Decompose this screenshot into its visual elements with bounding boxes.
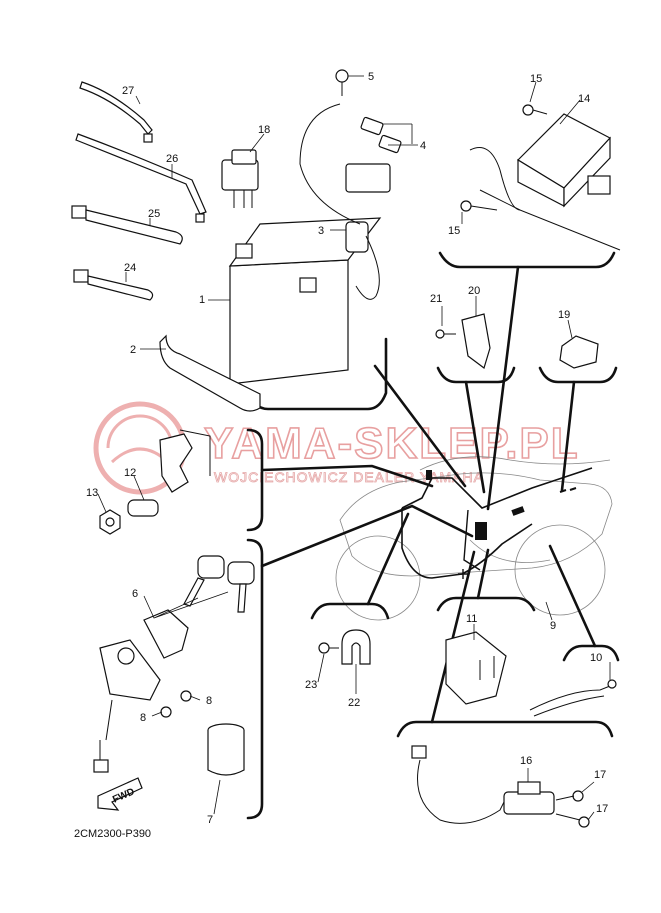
relay-unit-16 [411,745,555,824]
group-frames [246,251,620,820]
wire-harness [401,467,593,579]
nut-13 [99,509,121,535]
callout-16: 16 [520,755,532,767]
screw-8b [160,706,172,718]
callout-20: 20 [468,285,480,297]
callout-24: 24 [124,262,136,274]
band-24 [73,269,154,301]
sensor-10 [529,679,617,717]
coupler-19 [559,335,599,369]
callout-7: 7 [207,814,213,826]
fuse-holder-3 [345,221,380,300]
fuses-4 [299,103,402,225]
callout-19: 19 [558,309,570,321]
bolt-5 [335,69,349,96]
callout-3: 3 [318,225,324,237]
keys [183,555,255,613]
callout-11: 11 [466,613,477,625]
callout-5: 5 [368,71,374,83]
ecu-14 [469,113,621,251]
clamp-22 [341,629,371,665]
bolt-15b [460,200,498,212]
callout-6: 6 [132,588,138,600]
callout-12: 12 [124,467,136,479]
callout-23: 23 [305,679,317,691]
watermark-subtitle: WOJCIECHOWICZ DEALER YAMAHA [214,469,484,485]
callout-13: 13 [86,487,98,499]
callout-21: 21 [430,293,442,305]
callout-9: 9 [550,620,556,632]
callout-10: 10 [590,652,602,664]
callout-15a: 15 [530,73,542,85]
main-switch-6 [93,609,189,773]
callout-14: 14 [578,93,590,105]
fwd-arrow-icon: FWD [97,777,143,811]
band-27 [79,81,153,143]
relay-18 [221,149,259,208]
cover-20 [461,313,491,369]
watermark: YAMA-SKLEP.PL WOJCIECHOWICZ DEALER YAMAH… [93,401,580,495]
callout-4: 4 [420,140,426,152]
seat-lock-12 [127,429,211,517]
screw-21 [435,329,456,339]
battery-band-2 [159,334,261,412]
callout-17b: 17 [596,803,608,815]
diagram-code: 2CM2300-P390 [74,828,151,840]
callout-8b: 8 [140,712,146,724]
bolt-15a [522,104,548,116]
callout-17a: 17 [594,769,606,781]
holder-11 [445,631,507,705]
screw-23 [318,642,339,654]
band-25 [71,205,183,245]
callout-18: 18 [258,124,270,136]
callout-27: 27 [122,85,134,97]
watermark-title: YAMA-SKLEP.PL [204,419,580,468]
screw-8a [180,690,192,702]
callout-8a: 8 [206,695,212,707]
callout-2: 2 [130,344,136,356]
leader-lines [97,75,611,821]
callout-26: 26 [166,153,178,165]
callout-25: 25 [148,208,160,220]
callout-1: 1 [199,294,205,306]
callout-labels: 27 26 25 24 18 1 2 3 5 4 15 14 15 20 21 … [86,71,608,826]
screw-17a [555,790,584,802]
callout-15b: 15 [448,225,460,237]
band-26 [75,133,207,223]
switch-cover-7 [207,723,245,776]
screw-17b [555,813,590,828]
callout-22: 22 [348,697,360,709]
battery-1 [228,217,382,385]
